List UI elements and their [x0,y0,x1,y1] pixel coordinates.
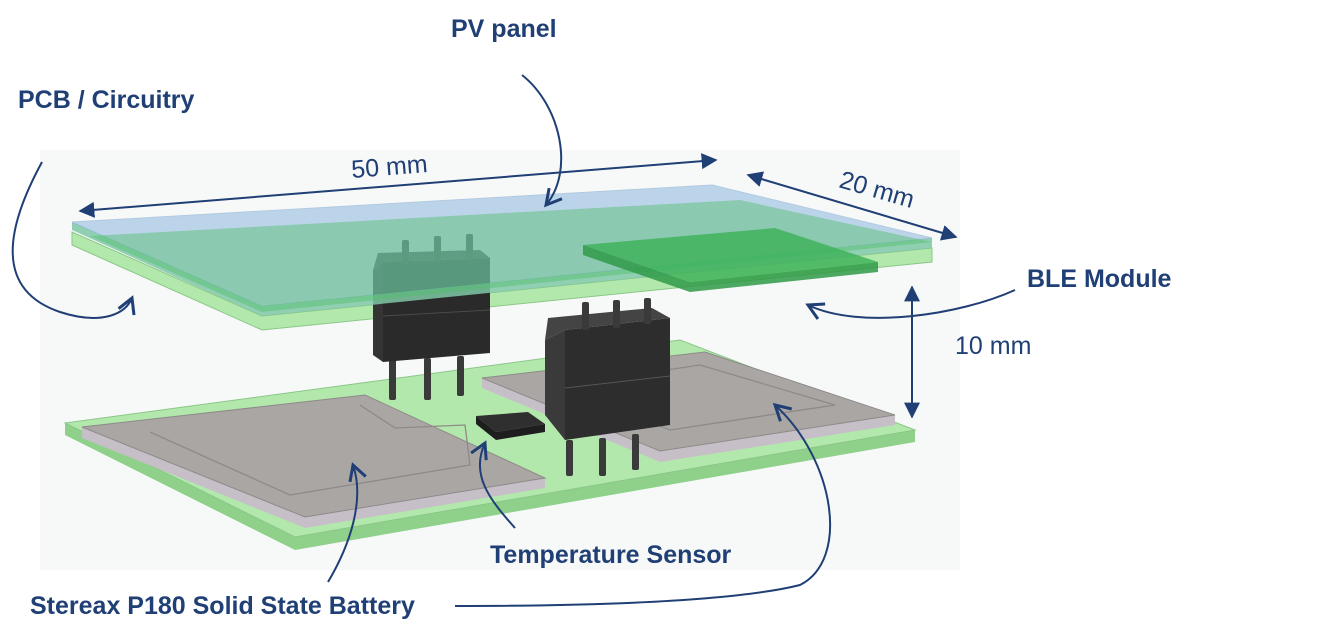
ble-module-label: BLE Module [1027,265,1172,293]
battery-left [81,394,547,528]
pcb-pointer [11,161,136,319]
length-dimension-text: 50 mm [350,150,428,184]
height-dimension-text: 10 mm [955,332,1031,360]
temperature-sensor-chip [476,412,545,440]
battery-right-pointer [454,402,831,607]
pv-panel-label: PV panel [451,15,557,43]
right-connector [545,298,671,476]
battery-left-pointer [327,462,367,583]
pv-panel-pointer [521,74,563,208]
pcb-circuitry-label: PCB / Circuitry [18,86,195,114]
ble-module-block [583,228,878,292]
length-dimension-line [78,153,718,218]
left-connector-lower-pins [389,356,464,400]
temperature-sensor-pointer [470,440,516,529]
battery-label: Stereax P180 Solid State Battery [30,592,415,620]
width-dimension-line [746,171,958,241]
temperature-sensor-label: Temperature Sensor [490,541,732,569]
ble-module-pointer [805,289,1016,320]
